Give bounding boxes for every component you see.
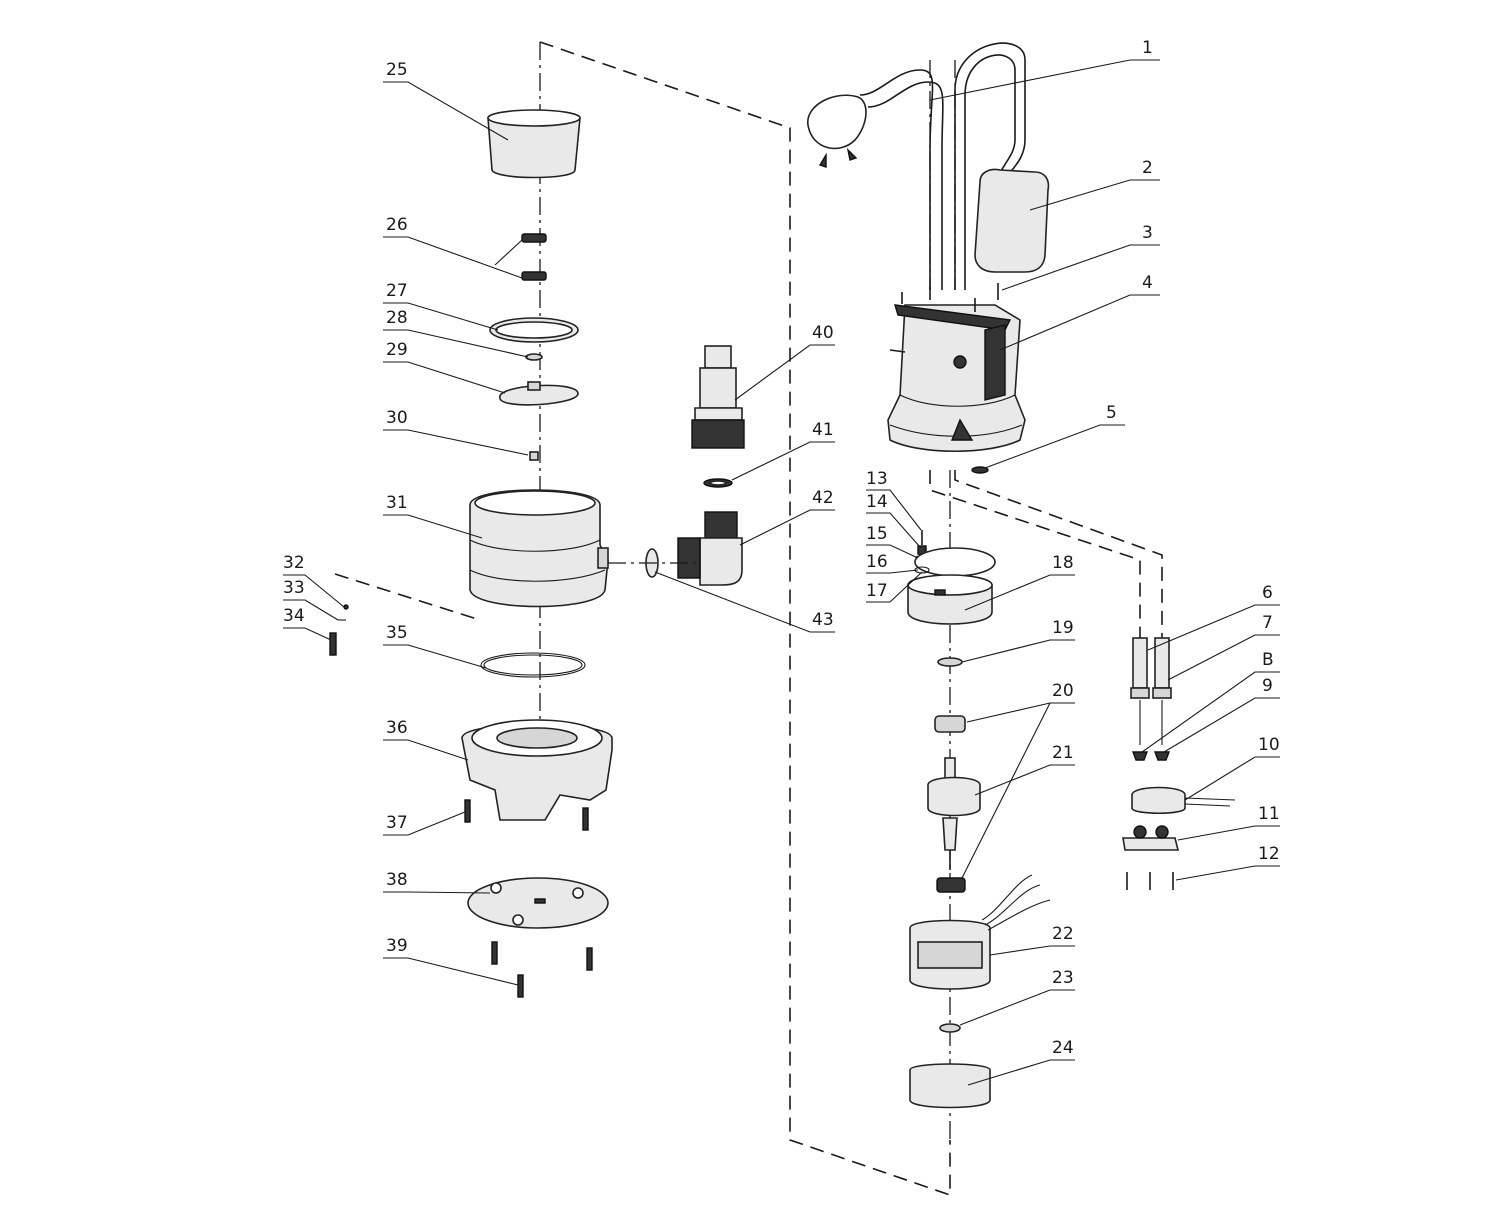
nut-9: [1153, 751, 1171, 761]
callout-3: 3: [1142, 223, 1153, 243]
stator-22: [909, 874, 1051, 990]
sleeve-6: [1132, 637, 1148, 689]
callout-13: 13: [866, 469, 888, 489]
callout-16: 16: [866, 552, 888, 572]
nut-B: [1131, 751, 1149, 761]
screws-39: [491, 941, 593, 998]
bottom-plate-38: [467, 877, 609, 929]
washer-23: [939, 1023, 961, 1033]
callout-10: 10: [1258, 735, 1280, 755]
callout-40: 40: [812, 323, 834, 343]
callout-42: 42: [812, 488, 834, 508]
oring-35: [480, 652, 586, 678]
callout-14: 14: [866, 492, 888, 512]
callout-7: 7: [1262, 613, 1273, 633]
callout-9: 9: [1262, 676, 1273, 696]
callout-18: 18: [1052, 553, 1074, 573]
callout-30: 30: [386, 408, 408, 428]
callout-12: 12: [1258, 844, 1280, 864]
plate-27: [489, 317, 579, 343]
callout-25: 25: [386, 60, 408, 80]
washer-19: [937, 657, 963, 667]
callout-24: 24: [1052, 1038, 1074, 1058]
bearing-20-top: [934, 715, 966, 733]
motor-cover-18: [907, 574, 993, 625]
callout-17: 17: [866, 581, 888, 601]
callout-37: 37: [386, 813, 408, 833]
cover-parts-13-17: [914, 530, 996, 577]
float-switch-cable: [807, 42, 1026, 290]
leader-lines: [283, 59, 1280, 1086]
callout-29: 29: [386, 340, 408, 360]
outlet-40: [691, 345, 745, 449]
capacitor-assembly: [1122, 637, 1236, 890]
float-switch: [974, 168, 1050, 273]
callout-1: 1: [1142, 38, 1153, 58]
callout-B: B: [1262, 650, 1274, 670]
callout-34: 34: [283, 606, 305, 626]
callout-4: 4: [1142, 273, 1153, 293]
callout-20: 20: [1052, 681, 1074, 701]
screws-37: [464, 799, 589, 831]
rings-26: [521, 233, 547, 281]
bearing-20-bottom: [936, 877, 966, 893]
callout-38: 38: [386, 870, 408, 890]
screws-top: [889, 283, 999, 353]
sleeve-7: [1154, 637, 1170, 689]
callout-36: 36: [386, 718, 408, 738]
seal-ring-5: [971, 466, 989, 474]
housing-bottom-24: [909, 1063, 991, 1109]
callout-33: 33: [283, 578, 305, 598]
washer-28: [525, 353, 543, 361]
volute-31: [469, 489, 609, 608]
callout-6: 6: [1262, 583, 1273, 603]
callout-35: 35: [386, 623, 408, 643]
key-30: [529, 451, 539, 461]
small-screws-32-34: [329, 604, 349, 656]
impeller-29: [499, 381, 579, 406]
callout-15: 15: [866, 524, 888, 544]
callout-21: 21: [1052, 743, 1074, 763]
callout-5: 5: [1106, 403, 1117, 423]
callout-41: 41: [812, 420, 834, 440]
strainer-25: [487, 109, 581, 179]
callout-labels: 1 2 3 4 5 6 7 B 9 10 11 12 13 14 15 16 1…: [283, 38, 1280, 1058]
callout-2: 2: [1142, 158, 1153, 178]
capacitor-10: [1131, 786, 1186, 814]
bracket-11: [1122, 837, 1180, 851]
callout-22: 22: [1052, 924, 1074, 944]
callout-31: 31: [386, 493, 408, 513]
callout-28: 28: [386, 308, 408, 328]
callout-26: 26: [386, 215, 408, 235]
callout-27: 27: [386, 281, 408, 301]
elbow-42: [677, 511, 743, 586]
base-36: [461, 719, 613, 821]
callout-32: 32: [283, 553, 305, 573]
callout-23: 23: [1052, 968, 1074, 988]
callout-43: 43: [812, 610, 834, 630]
callout-19: 19: [1052, 618, 1074, 638]
callout-11: 11: [1258, 804, 1280, 824]
rotor-21: [927, 757, 981, 870]
pump-upper-housing: [887, 304, 1026, 453]
callout-39: 39: [386, 936, 408, 956]
